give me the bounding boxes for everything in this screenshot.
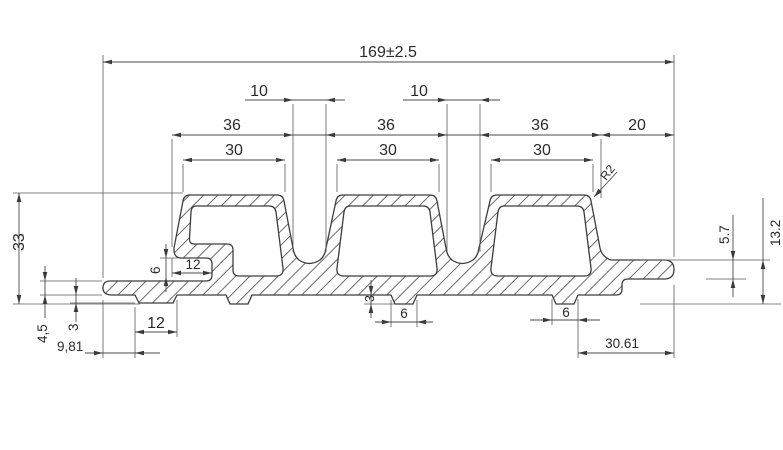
dim-left-pad-width: 12 (147, 315, 165, 332)
dim-mid-foot-width: 6 (400, 306, 408, 321)
profile-outline (102, 194, 675, 305)
dim-rib-top-3: 30 (533, 142, 551, 159)
dim-overall-height: 33 (11, 233, 28, 251)
dim-overall-width: 169±2.5 (359, 44, 417, 61)
dim-flange-total-height: 13.2 (768, 220, 783, 246)
dim-rib-base-3: 36 (531, 117, 549, 134)
arrowheads (16, 59, 766, 356)
dim-slot-width-2: 10 (410, 83, 428, 100)
dim-left-tip-length: 9,81 (57, 339, 83, 354)
dim-right-end-width: 20 (628, 117, 646, 134)
extension-lines (13, 55, 781, 358)
dim-rib-base-1: 36 (223, 117, 241, 134)
dim-mid-foot-height: 3 (363, 295, 377, 302)
dim-base-thickness: 4,5 (35, 324, 50, 343)
dim-groove-width: 12 (185, 257, 200, 272)
dim-slot-width-1: 10 (250, 83, 268, 100)
dim-groove-height: 6 (148, 266, 163, 274)
dim-rib-top-1: 30 (225, 142, 243, 159)
dim-right-foot-width: 6 (562, 305, 570, 320)
dim-rib-top-2: 30 (379, 142, 397, 159)
dim-corner-radius: R2 (597, 162, 618, 183)
dim-right-flange-extent: 30.61 (605, 336, 639, 351)
profile-section (102, 194, 675, 305)
dim-left-step-height: 3 (66, 323, 81, 331)
dim-rib-base-2: 36 (377, 117, 395, 134)
dim-flange-thickness: 5.7 (717, 225, 732, 244)
